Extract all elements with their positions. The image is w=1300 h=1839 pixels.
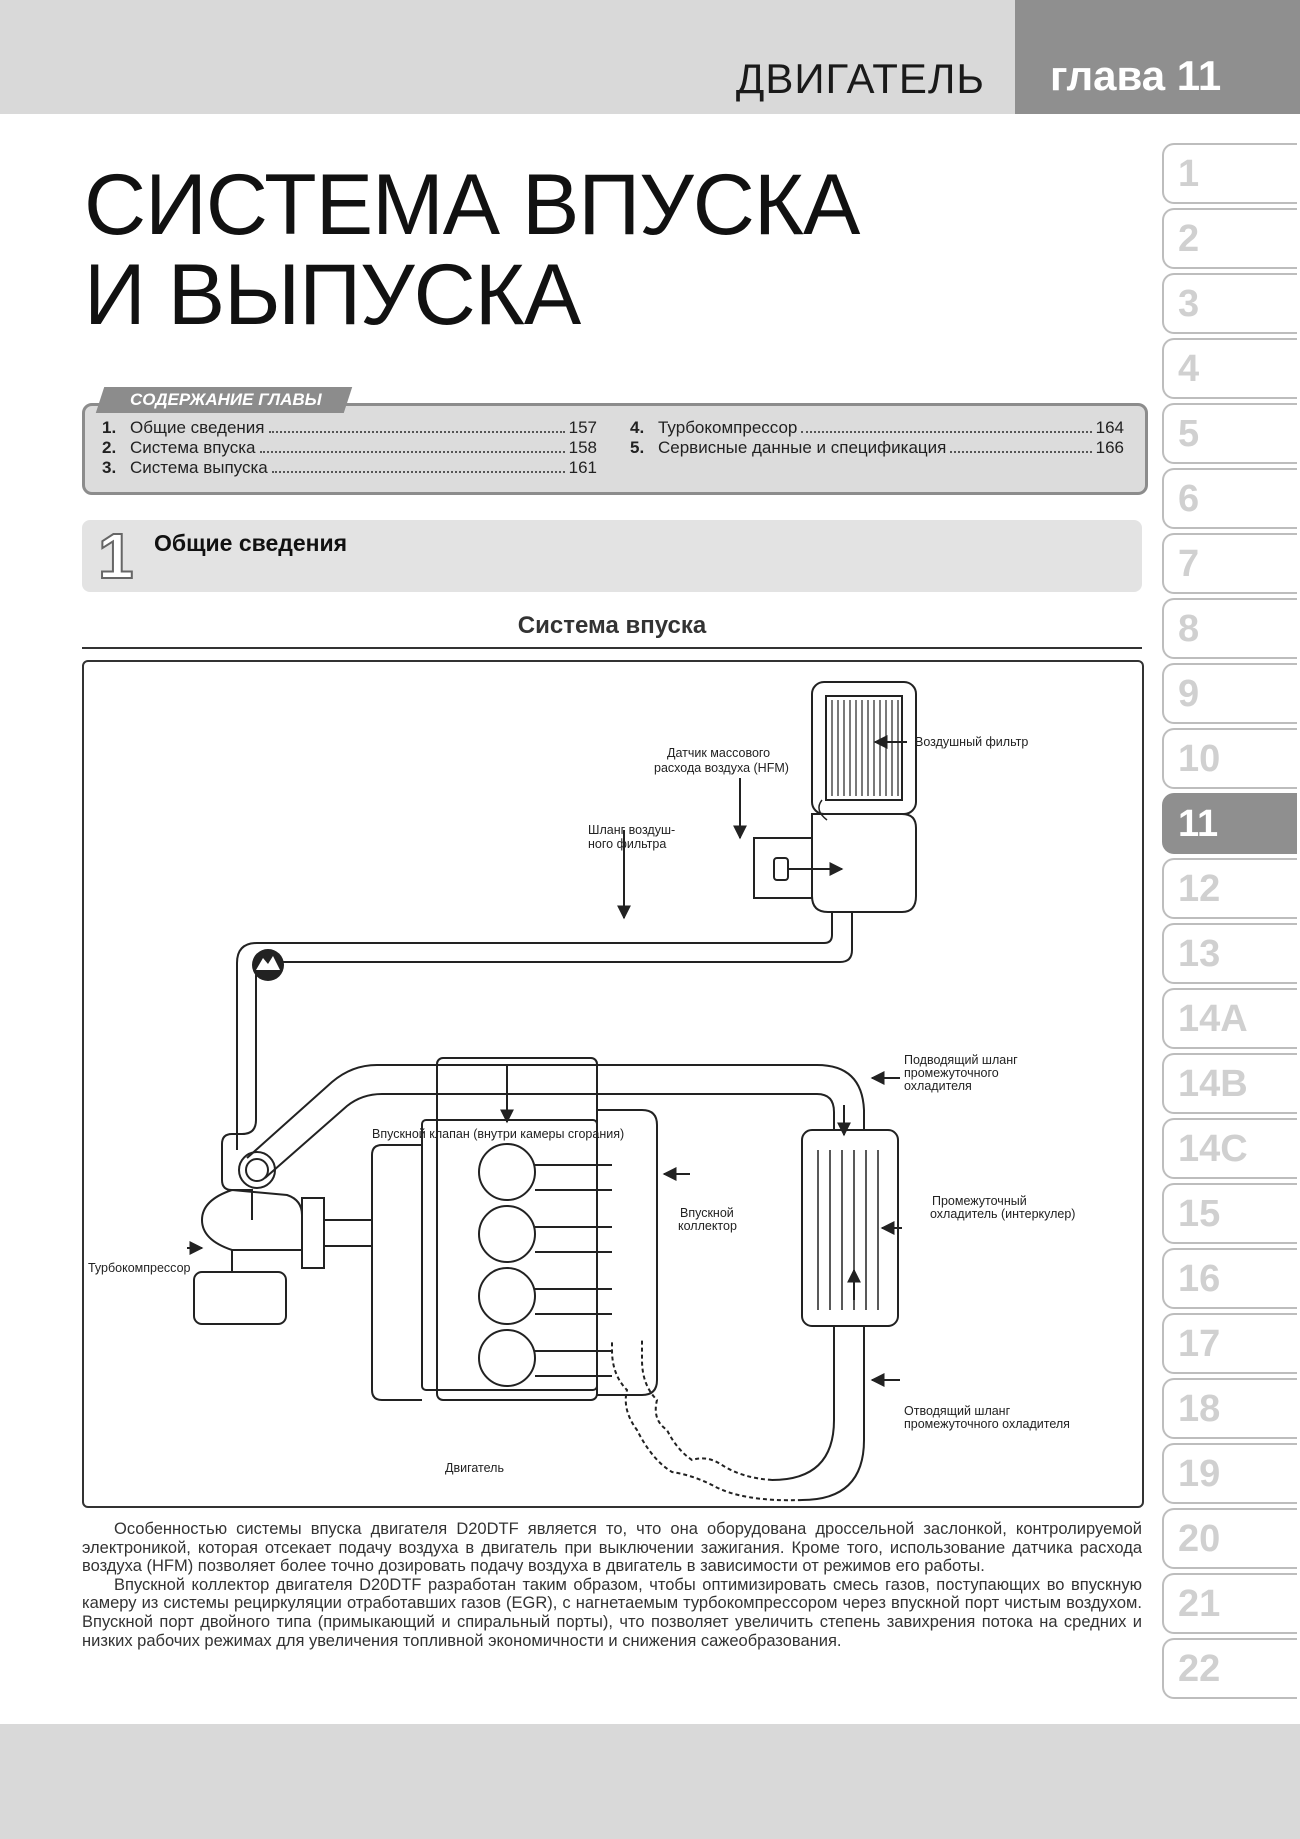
chapter-tab[interactable]: 5 [1162,403,1297,464]
chapter-tab[interactable]: 22 [1162,1638,1297,1699]
footer-bar [0,1724,1300,1839]
toc-item[interactable]: 4. Турбокомпрессор 164 [630,418,1124,438]
page-title-line1: СИСТЕМА ВПУСКА [84,157,860,253]
section-number: 1 [97,520,135,592]
chapter-tab[interactable]: 19 [1162,1443,1297,1504]
label-hose-2: ного фильтра [588,837,666,851]
chapter-tab[interactable]: 14B [1162,1053,1297,1114]
label-inlet-hose-3: охладителя [904,1079,972,1093]
chapter-tab[interactable]: 4 [1162,338,1297,399]
toc-item-text: Система впуска [130,438,256,457]
chapter-tab-active[interactable]: 11 [1162,793,1297,854]
pressure-sensor-icon [252,949,284,981]
toc-item-page: 161 [568,458,597,477]
label-outlet-hose-1: Отводящий шланг [904,1404,1011,1418]
toc-item-number: 4. [630,418,645,437]
chapter-tab[interactable]: 16 [1162,1248,1297,1309]
paragraph: Особенностью системы впуска двигателя D2… [82,1520,1142,1576]
toc-item-text: Турбокомпрессор [658,418,798,437]
toc-item[interactable]: 1. Общие сведения 157 [102,418,597,438]
toc-leader [259,438,565,453]
toc-leader [950,438,1092,453]
toc-left-column: 1. Общие сведения 157 2. Система впуска … [102,418,597,478]
chapter-tab[interactable]: 6 [1162,468,1297,529]
chapter-tab[interactable]: 14C [1162,1118,1297,1179]
page-title: СИСТЕМА ВПУСКА И ВЫПУСКА [84,157,860,343]
label-hose-1: Шланг воздуш- [588,823,675,837]
air-filter [811,681,917,815]
chapter-tab[interactable]: 17 [1162,1313,1297,1374]
label-hfm-2: расхода воздуха (HFM) [654,761,789,775]
label-hfm-1: Датчик массового [667,746,770,760]
label-turbocharger: Турбокомпрессор [88,1261,191,1275]
chapter-tab[interactable]: 1 [1162,143,1297,204]
toc-item-number: 1. [102,418,117,437]
toc-item-text: Сервисные данные и спецификация [658,438,947,457]
toc-title: СОДЕРЖАНИЕ ГЛАВЫ [95,387,352,413]
label-intake-valve: Впускной клапан (внутри камеры сгорания) [372,1127,624,1141]
table-of-contents [82,403,1148,495]
chapter-tab[interactable]: 12 [1162,858,1297,919]
toc-leader [801,418,1092,433]
toc-title-text: СОДЕРЖАНИЕ ГЛАВЫ [130,390,322,409]
chapter-tab[interactable]: 20 [1162,1508,1297,1569]
toc-leader [268,418,565,433]
toc-item-number: 2. [102,438,117,457]
chapter-tab[interactable]: 3 [1162,273,1297,334]
chapter-tab[interactable]: 10 [1162,728,1297,789]
paragraph: Впускной коллектор двигателя D20DTF разр… [82,1575,1142,1650]
toc-item-text: Система выпуска [130,458,268,477]
intake-system-diagram: Воздушный фильтр Датчик массового расход… [88,681,1075,1502]
chapter-tab[interactable]: 2 [1162,208,1297,269]
chapter-tab[interactable]: 8 [1162,598,1297,659]
figure-title-rule [82,647,1142,649]
chapter-box [1015,0,1300,114]
chapter-tab[interactable]: 18 [1162,1378,1297,1439]
label-engine: Двигатель [445,1461,504,1475]
chapter-label: глава 11 [1050,52,1222,99]
toc-right-column: 4. Турбокомпрессор 164 5. Сервисные данн… [630,418,1124,458]
chapter-tab[interactable]: 14A [1162,988,1297,1049]
section-title: Общие сведения [154,530,348,556]
toc-item[interactable]: 5. Сервисные данные и спецификация 166 [630,438,1124,458]
body-text: Особенностью системы впуска двигателя D2… [82,1520,1142,1650]
chapter-tab[interactable]: 7 [1162,533,1297,594]
label-air-filter: Воздушный фильтр [915,735,1028,749]
label-intercooler-1: Промежуточный [932,1194,1027,1208]
toc-item-number: 5. [630,438,645,457]
toc-item[interactable]: 3. Система выпуска 161 [102,458,597,478]
label-inlet-hose-1: Подводящий шланг [904,1053,1018,1067]
engine-block [371,1057,598,1401]
label-inlet-hose-2: промежуточного [904,1066,999,1080]
intake-manifold [535,1109,658,1396]
section-name: ДВИГАТЕЛЬ [735,55,985,102]
chapter-tab[interactable]: 13 [1162,923,1297,984]
label-manifold-2: коллектор [678,1219,737,1233]
toc-item-number: 3. [102,458,117,477]
chapter-tab[interactable]: 15 [1162,1183,1297,1244]
toc-item-text: Общие сведения [130,418,265,437]
toc-item-page: 158 [568,438,597,457]
section-header [82,520,1142,592]
cylinders [478,1143,536,1387]
toc-item-page: 164 [1095,418,1124,437]
turbocharger [193,1188,372,1325]
label-manifold-1: Впускной [680,1206,734,1220]
chapter-tab[interactable]: 21 [1162,1573,1297,1634]
toc-item-page: 157 [568,418,597,437]
label-intercooler-2: охладитель (интеркулер) [930,1207,1075,1221]
toc-item-page: 166 [1095,438,1124,457]
label-outlet-hose-2: промежуточного охладителя [904,1417,1070,1431]
figure-title: Система впуска [517,612,707,639]
chapter-tab[interactable]: 9 [1162,663,1297,724]
page-title-line2: И ВЫПУСКА [84,247,581,343]
figure-frame [82,660,1144,1508]
toc-item[interactable]: 2. Система впуска 158 [102,438,597,458]
toc-leader [271,458,565,473]
